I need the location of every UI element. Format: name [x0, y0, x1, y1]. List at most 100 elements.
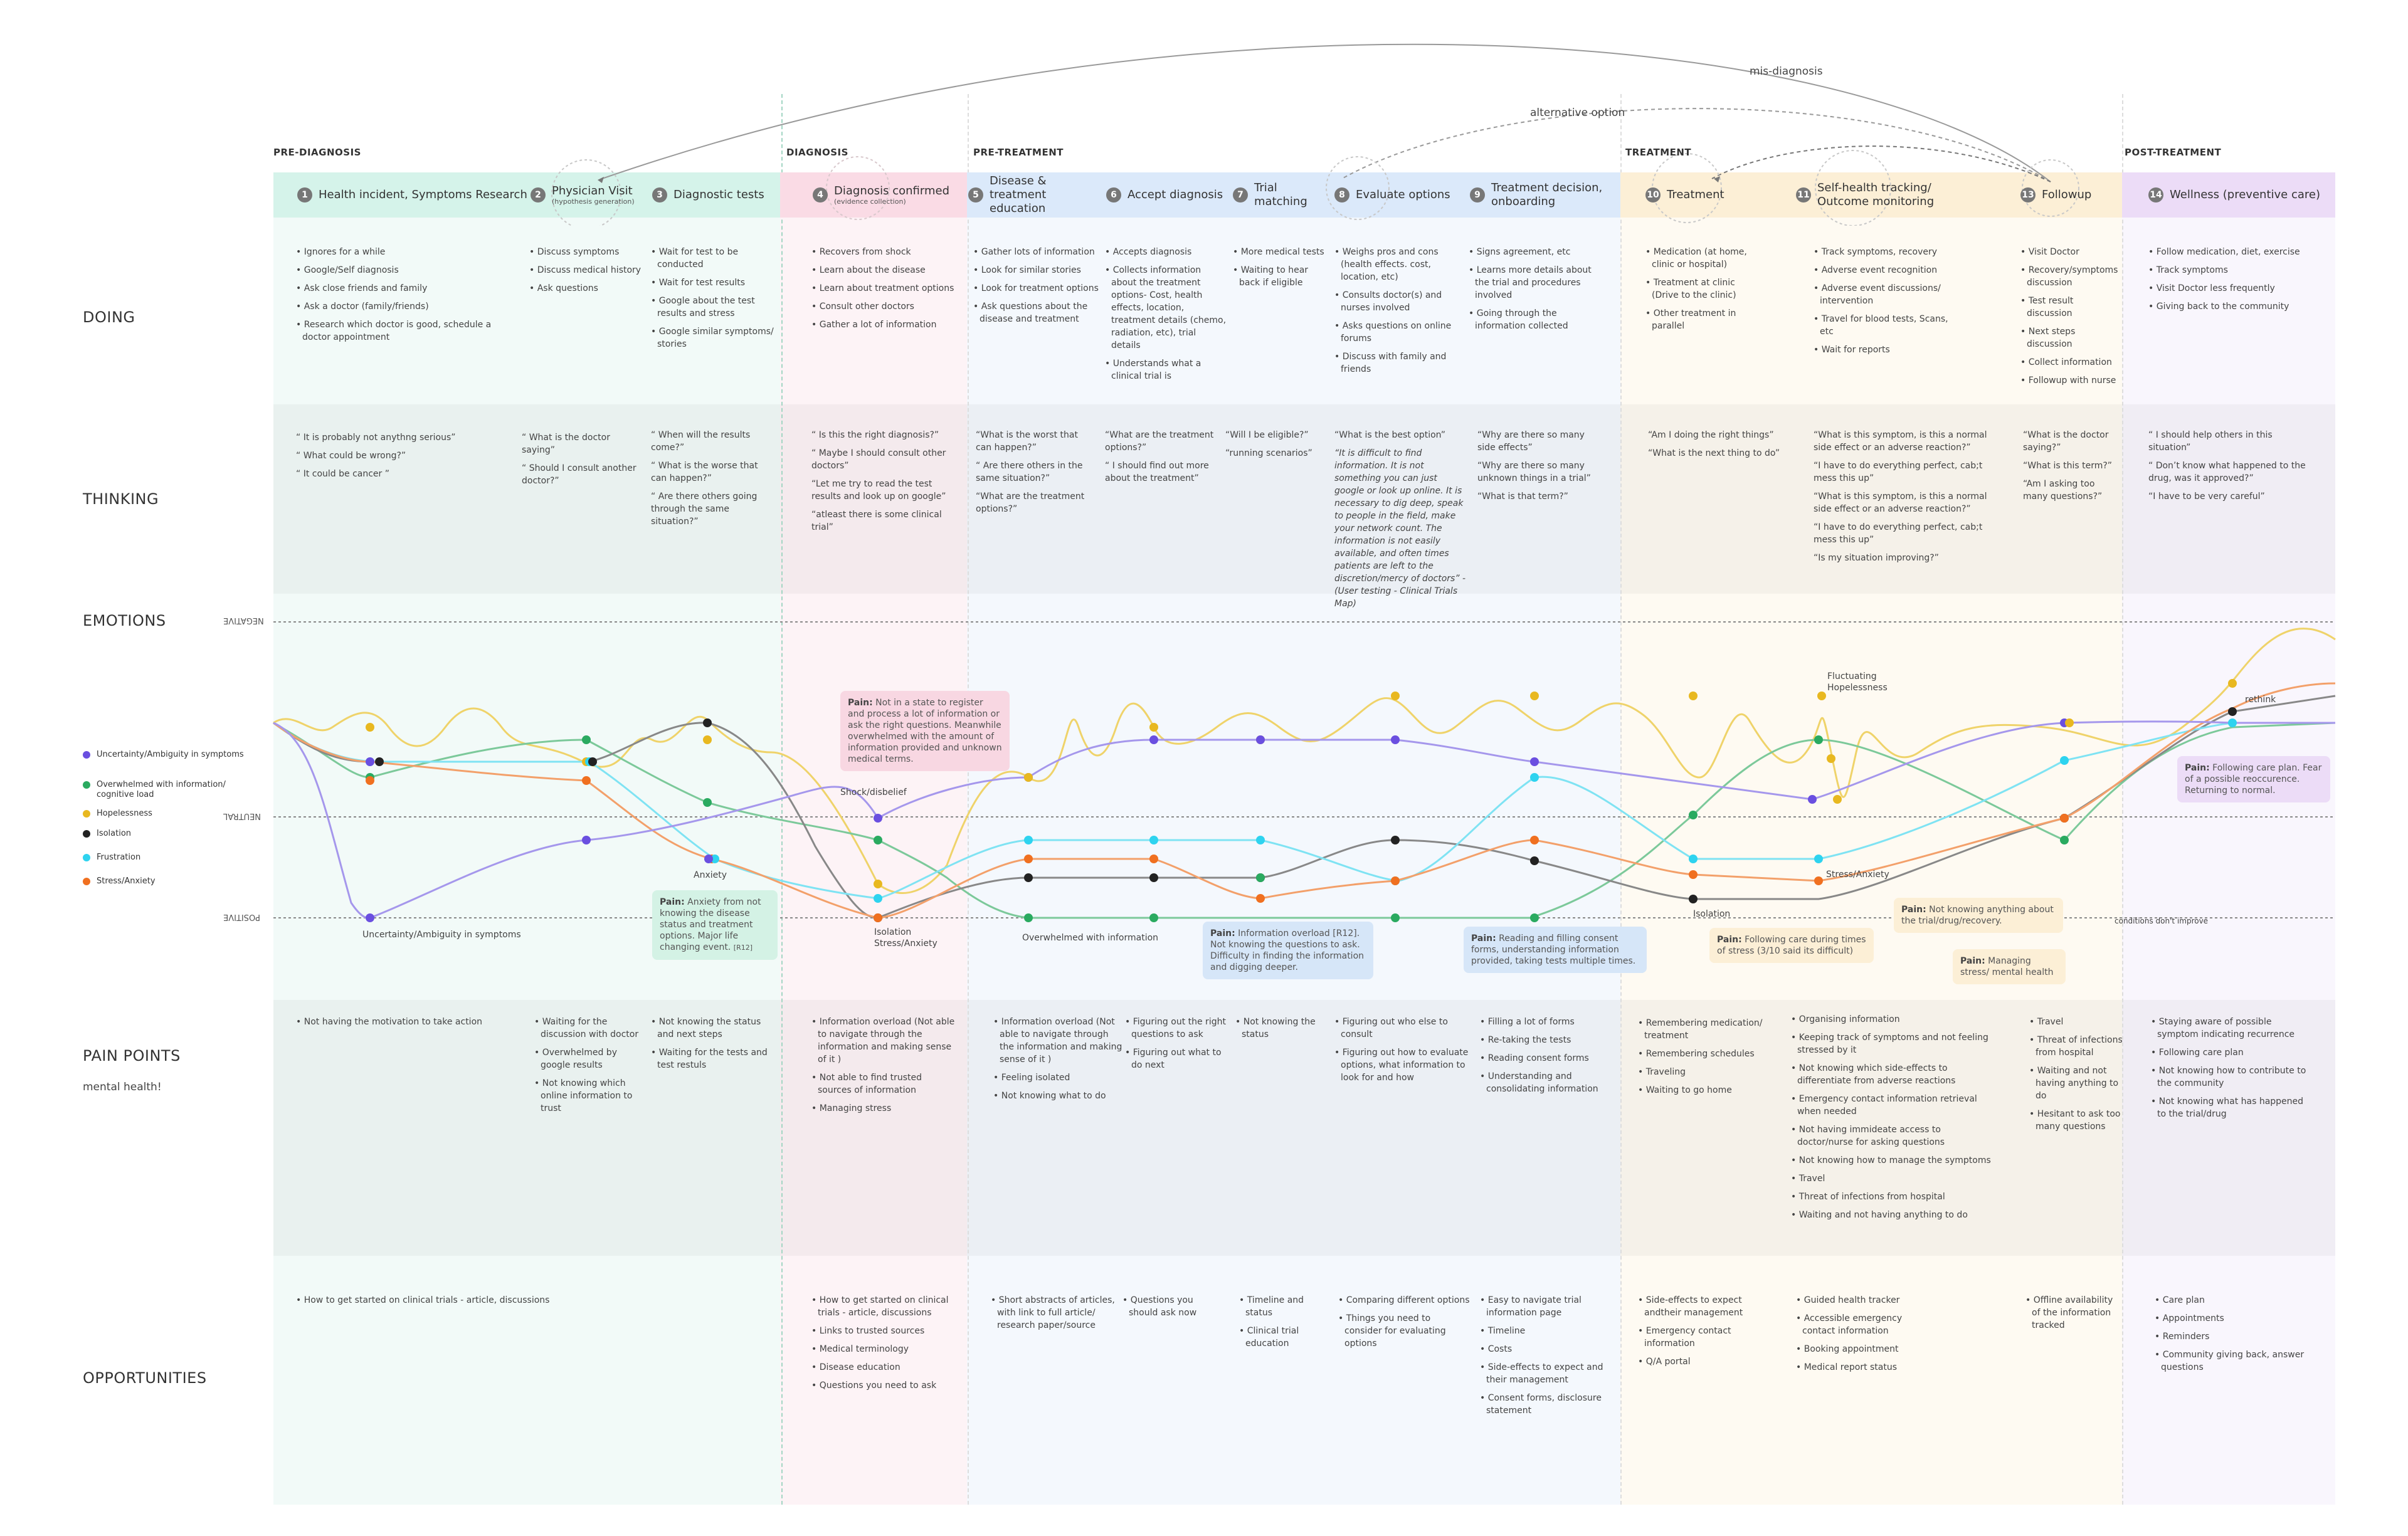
- pain-point: Waiting and not having anything to do: [2029, 1065, 2123, 1102]
- doing-item: More medical tests: [1233, 246, 1327, 258]
- emotion-marker: [366, 757, 374, 766]
- opportunity: Offline availability of the information …: [2025, 1294, 2120, 1332]
- legend-dot: [83, 854, 90, 861]
- doing-item: Followup with nurse: [2020, 374, 2121, 387]
- opportunities-col-3: Short abstracts of articles, with link t…: [991, 1294, 1116, 1337]
- legend-dot: [83, 878, 90, 885]
- thinking-col-9: “Why are there so many side effects”“Why…: [1477, 429, 1603, 508]
- doing-item: Look for similar stories: [973, 264, 1099, 276]
- divider-post-treatment: [2122, 94, 2123, 1505]
- stepbar-pre-treatment: [967, 172, 1620, 218]
- label-rethink: rethink: [2245, 695, 2276, 705]
- legend-label: Overwhelmed with information/ cognitive …: [97, 780, 226, 799]
- thinking-quote: “ I should help others in this situation…: [2148, 430, 2273, 453]
- thinking-col-12: “What is the doctor saying?”“What is thi…: [2023, 429, 2121, 508]
- phase-pre-treatment: PRE-TREATMENT: [973, 147, 1064, 158]
- phase-diagnosis: DIAGNOSIS: [786, 147, 848, 158]
- pain-label: Pain:: [2185, 763, 2210, 773]
- doing-item: Learn about treatment options: [811, 282, 962, 295]
- legend-stress: Stress/Anxiety: [83, 876, 156, 886]
- emotion-marker: [1391, 735, 1400, 744]
- painpoints-col-2: Waiting for the discussion with doctorOv…: [534, 1016, 641, 1120]
- pain-point: Figuring out what to do next: [1125, 1046, 1232, 1071]
- opportunities-col-8: Side-effects to expect andtheir manageme…: [1638, 1294, 1757, 1374]
- doing-col-3: Wait for test to be conductedWait for te…: [651, 246, 776, 356]
- thinking-col-13: “ I should help others in this situation…: [2148, 429, 2311, 508]
- treatment-loop-arc: [1711, 145, 2051, 182]
- step-name: Self-health tracking/ Outcome monitoring: [1817, 181, 1935, 208]
- pain-label: Pain:: [1960, 956, 1985, 966]
- doing-item: Travel for blood tests, Scans, etc: [1814, 313, 1951, 338]
- pain-point: Threat of infections from hospital: [1791, 1191, 1998, 1203]
- doing-item: Collects information about the treatment…: [1105, 264, 1228, 352]
- label-stress: Stress/Anxiety: [1826, 870, 1889, 880]
- step-number: 9: [1470, 187, 1485, 203]
- thinking-quote: “ When will the results come?”: [651, 430, 751, 453]
- opportunity: Community giving back, answer questions: [2155, 1349, 2311, 1374]
- doing-col-4: Recovers from shockLearn about the disea…: [811, 246, 962, 337]
- opportunity: Disease education: [811, 1361, 956, 1374]
- thinking-quote: “What is this symptom, is this a normal …: [1814, 430, 1987, 453]
- thinking-col-3: “ When will the results come?”“ What is …: [651, 429, 776, 534]
- thinking-quote: “ What could be wrong?”: [296, 451, 406, 461]
- pain-point: Not knowing how to contribute to the com…: [2151, 1065, 2314, 1090]
- pain-point: Waiting and not having anything to do: [1791, 1209, 1998, 1221]
- emotion-marker: [2228, 718, 2237, 727]
- step-name: Diagnostic tests: [673, 188, 764, 201]
- emotion-marker: [1530, 757, 1539, 766]
- opportunity: Easy to navigate trial information page: [1480, 1294, 1605, 1319]
- thinking-quote: “Why are there so many side effects”: [1477, 430, 1585, 453]
- phase-post-treatment: POST-TREATMENT: [2125, 147, 2222, 158]
- pain-label: Pain:: [1210, 928, 1235, 939]
- opportunities-col-7: Easy to navigate trial information pageT…: [1480, 1294, 1605, 1423]
- thinking-quote: “Will I be eligible?”: [1225, 430, 1309, 440]
- pain-point: Not knowing the status: [1235, 1016, 1323, 1041]
- opportunity: Side-effects to expect and their managem…: [1480, 1361, 1605, 1386]
- doing-item: Discuss symptoms: [529, 246, 642, 258]
- legend-label: Isolation: [97, 829, 132, 838]
- doing-item: Going through the information collected: [1469, 307, 1607, 332]
- row-label-emotions: EMOTIONS: [83, 612, 166, 629]
- painpoints-col-4: Information overload (Not able to naviga…: [811, 1016, 956, 1120]
- opportunity: Medical terminology: [811, 1343, 956, 1355]
- step-number: 8: [1334, 187, 1349, 203]
- emotion-marker: [1689, 870, 1698, 879]
- emotion-marker: [1833, 795, 1842, 804]
- pain-label: Pain:: [1901, 905, 1926, 915]
- band-pre-treatment: [967, 217, 1620, 1505]
- pain-point: Remembering schedules: [1638, 1048, 1770, 1060]
- stepbar-diagnosis: [780, 172, 967, 218]
- pain-text: Following care plan. Fear of a possible …: [2185, 763, 2322, 796]
- doing-col-5: Gather lots of informationLook for simil…: [973, 246, 1099, 331]
- step-number: 7: [1233, 187, 1248, 203]
- doing-item: Medication (at home, clinic or hospital): [1645, 246, 1758, 271]
- divider-treatment: [1620, 94, 1622, 1505]
- pain-point: Staying aware of possible symptom indica…: [2151, 1016, 2314, 1041]
- pain-callout-followup-trial: Pain: Not knowing anything about the tri…: [1894, 898, 2063, 933]
- phase-pre-diagnosis: PRE-DIAGNOSIS: [273, 147, 361, 158]
- doing-item: Learn about the disease: [811, 264, 962, 276]
- emotion-marker: [1530, 692, 1539, 700]
- doing-col-9: Signs agreement, etcLearns more details …: [1469, 246, 1607, 338]
- step-name: Physician Visit: [552, 184, 633, 197]
- emotion-dots: [366, 679, 2237, 922]
- doing-item: Ignores for a while: [296, 246, 497, 258]
- row-label-opportunities: OPPORTUNITIES: [83, 1369, 207, 1387]
- pain-point: Not knowing which side-effects to differ…: [1791, 1062, 1998, 1087]
- thinking-quote: “I have to do everything perfect, cab;t …: [1814, 522, 1983, 545]
- thinking-quote: “ Is this the right diagnosis?”: [811, 430, 939, 440]
- opportunity: Short abstracts of articles, with link t…: [991, 1294, 1116, 1332]
- emotion-marker: [1256, 894, 1265, 903]
- painpoints-col-7: Not knowing the status: [1235, 1016, 1323, 1046]
- doing-item: Discuss with family and friends: [1334, 350, 1457, 376]
- opportunity: Questions you should ask now: [1122, 1294, 1223, 1319]
- thinking-quote: “What are the treatment options?”: [976, 492, 1085, 514]
- step-name: Trial matching: [1254, 181, 1307, 208]
- thinking-col-8: “What is the best option”“It is difficul…: [1334, 429, 1469, 616]
- emotion-marker: [2060, 836, 2069, 844]
- emotion-marker: [1256, 836, 1265, 844]
- doing-col-7: More medical testsWaiting to hear back i…: [1233, 246, 1327, 295]
